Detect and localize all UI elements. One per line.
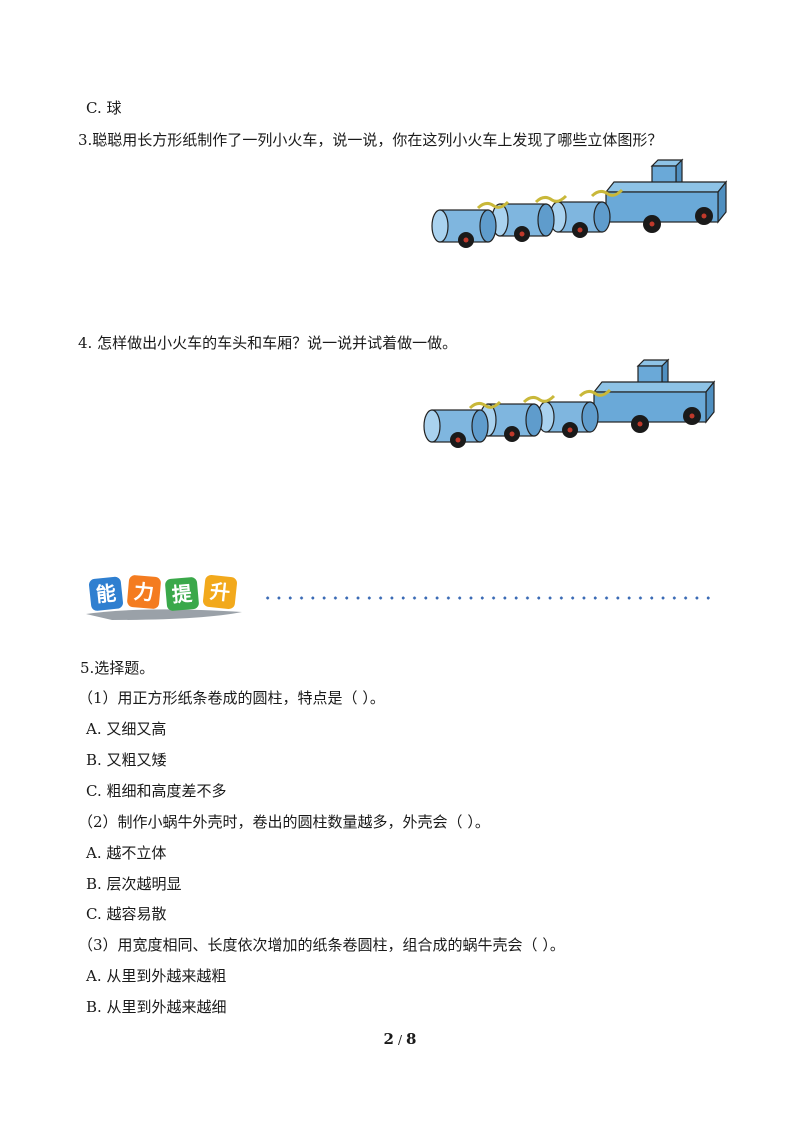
question-3-text: 3.聪聪用长方形纸制作了一列小火车，说一说，你在这列小火车上发现了哪些立体图形？ xyxy=(78,131,663,149)
option-5-2-c: C. 越容易散 xyxy=(86,905,167,923)
paper-train-illustration xyxy=(423,358,716,448)
badge-char-3: 提 xyxy=(171,581,194,607)
wheels xyxy=(450,407,701,448)
engine-body xyxy=(604,180,728,224)
wheels xyxy=(458,207,713,248)
badge-char-2: 力 xyxy=(133,579,155,605)
ability-improvement-section-badge: 能 力 提 升 xyxy=(86,575,242,620)
badge-tile-3 xyxy=(165,577,199,611)
badge-tile-2 xyxy=(127,575,161,609)
cylinder-car-1 xyxy=(431,209,497,243)
engine-body xyxy=(592,380,716,424)
option-5-3-a: A. 从里到外越来越粗 xyxy=(86,967,227,985)
page-separator: / xyxy=(397,1033,403,1047)
badge-char-1: 能 xyxy=(95,581,117,607)
badge-tile-4 xyxy=(203,575,237,609)
option-5-3-b: B. 从里到外越来越细 xyxy=(86,998,227,1016)
option-5-1-c: C. 粗细和高度差不多 xyxy=(86,782,227,800)
couplers xyxy=(468,388,612,410)
option-5-2-b: B. 层次越明显 xyxy=(86,875,182,893)
page-current: 2 xyxy=(383,1030,394,1048)
option-q2-c: C. 球 xyxy=(86,99,122,117)
question-4-text: 4. 怎样做出小火车的车头和车厢？说一说并试着做一做。 xyxy=(78,334,458,352)
couplers xyxy=(476,188,624,210)
badge-tile-1 xyxy=(88,576,123,611)
badge-underline-swoosh xyxy=(86,609,242,620)
question-5-1-stem: （1）用正方形纸条卷成的圆柱，特点是（ ）。 xyxy=(78,689,385,707)
badge-char-4: 升 xyxy=(209,579,231,605)
option-5-2-a: A. 越不立体 xyxy=(86,844,167,862)
cylinder-car-2 xyxy=(491,203,555,237)
option-5-1-b: B. 又粗又矮 xyxy=(86,751,167,769)
question-5-2-stem: （2）制作小蜗牛外壳时，卷出的圆柱数量越多，外壳会（ ）。 xyxy=(78,813,490,831)
question-5-3-stem: （3）用宽度相同、长度依次增加的纸条卷圆柱，组合成的蜗牛壳会（ ）。 xyxy=(78,936,565,954)
option-5-1-a: A. 又细又高 xyxy=(86,720,167,738)
paper-train-illustration xyxy=(431,158,728,248)
page-number: 2/8 xyxy=(0,1030,800,1048)
question-5-title: 5.选择题。 xyxy=(80,659,155,677)
section-dotted-divider xyxy=(262,596,714,600)
page-total: 8 xyxy=(406,1030,417,1048)
